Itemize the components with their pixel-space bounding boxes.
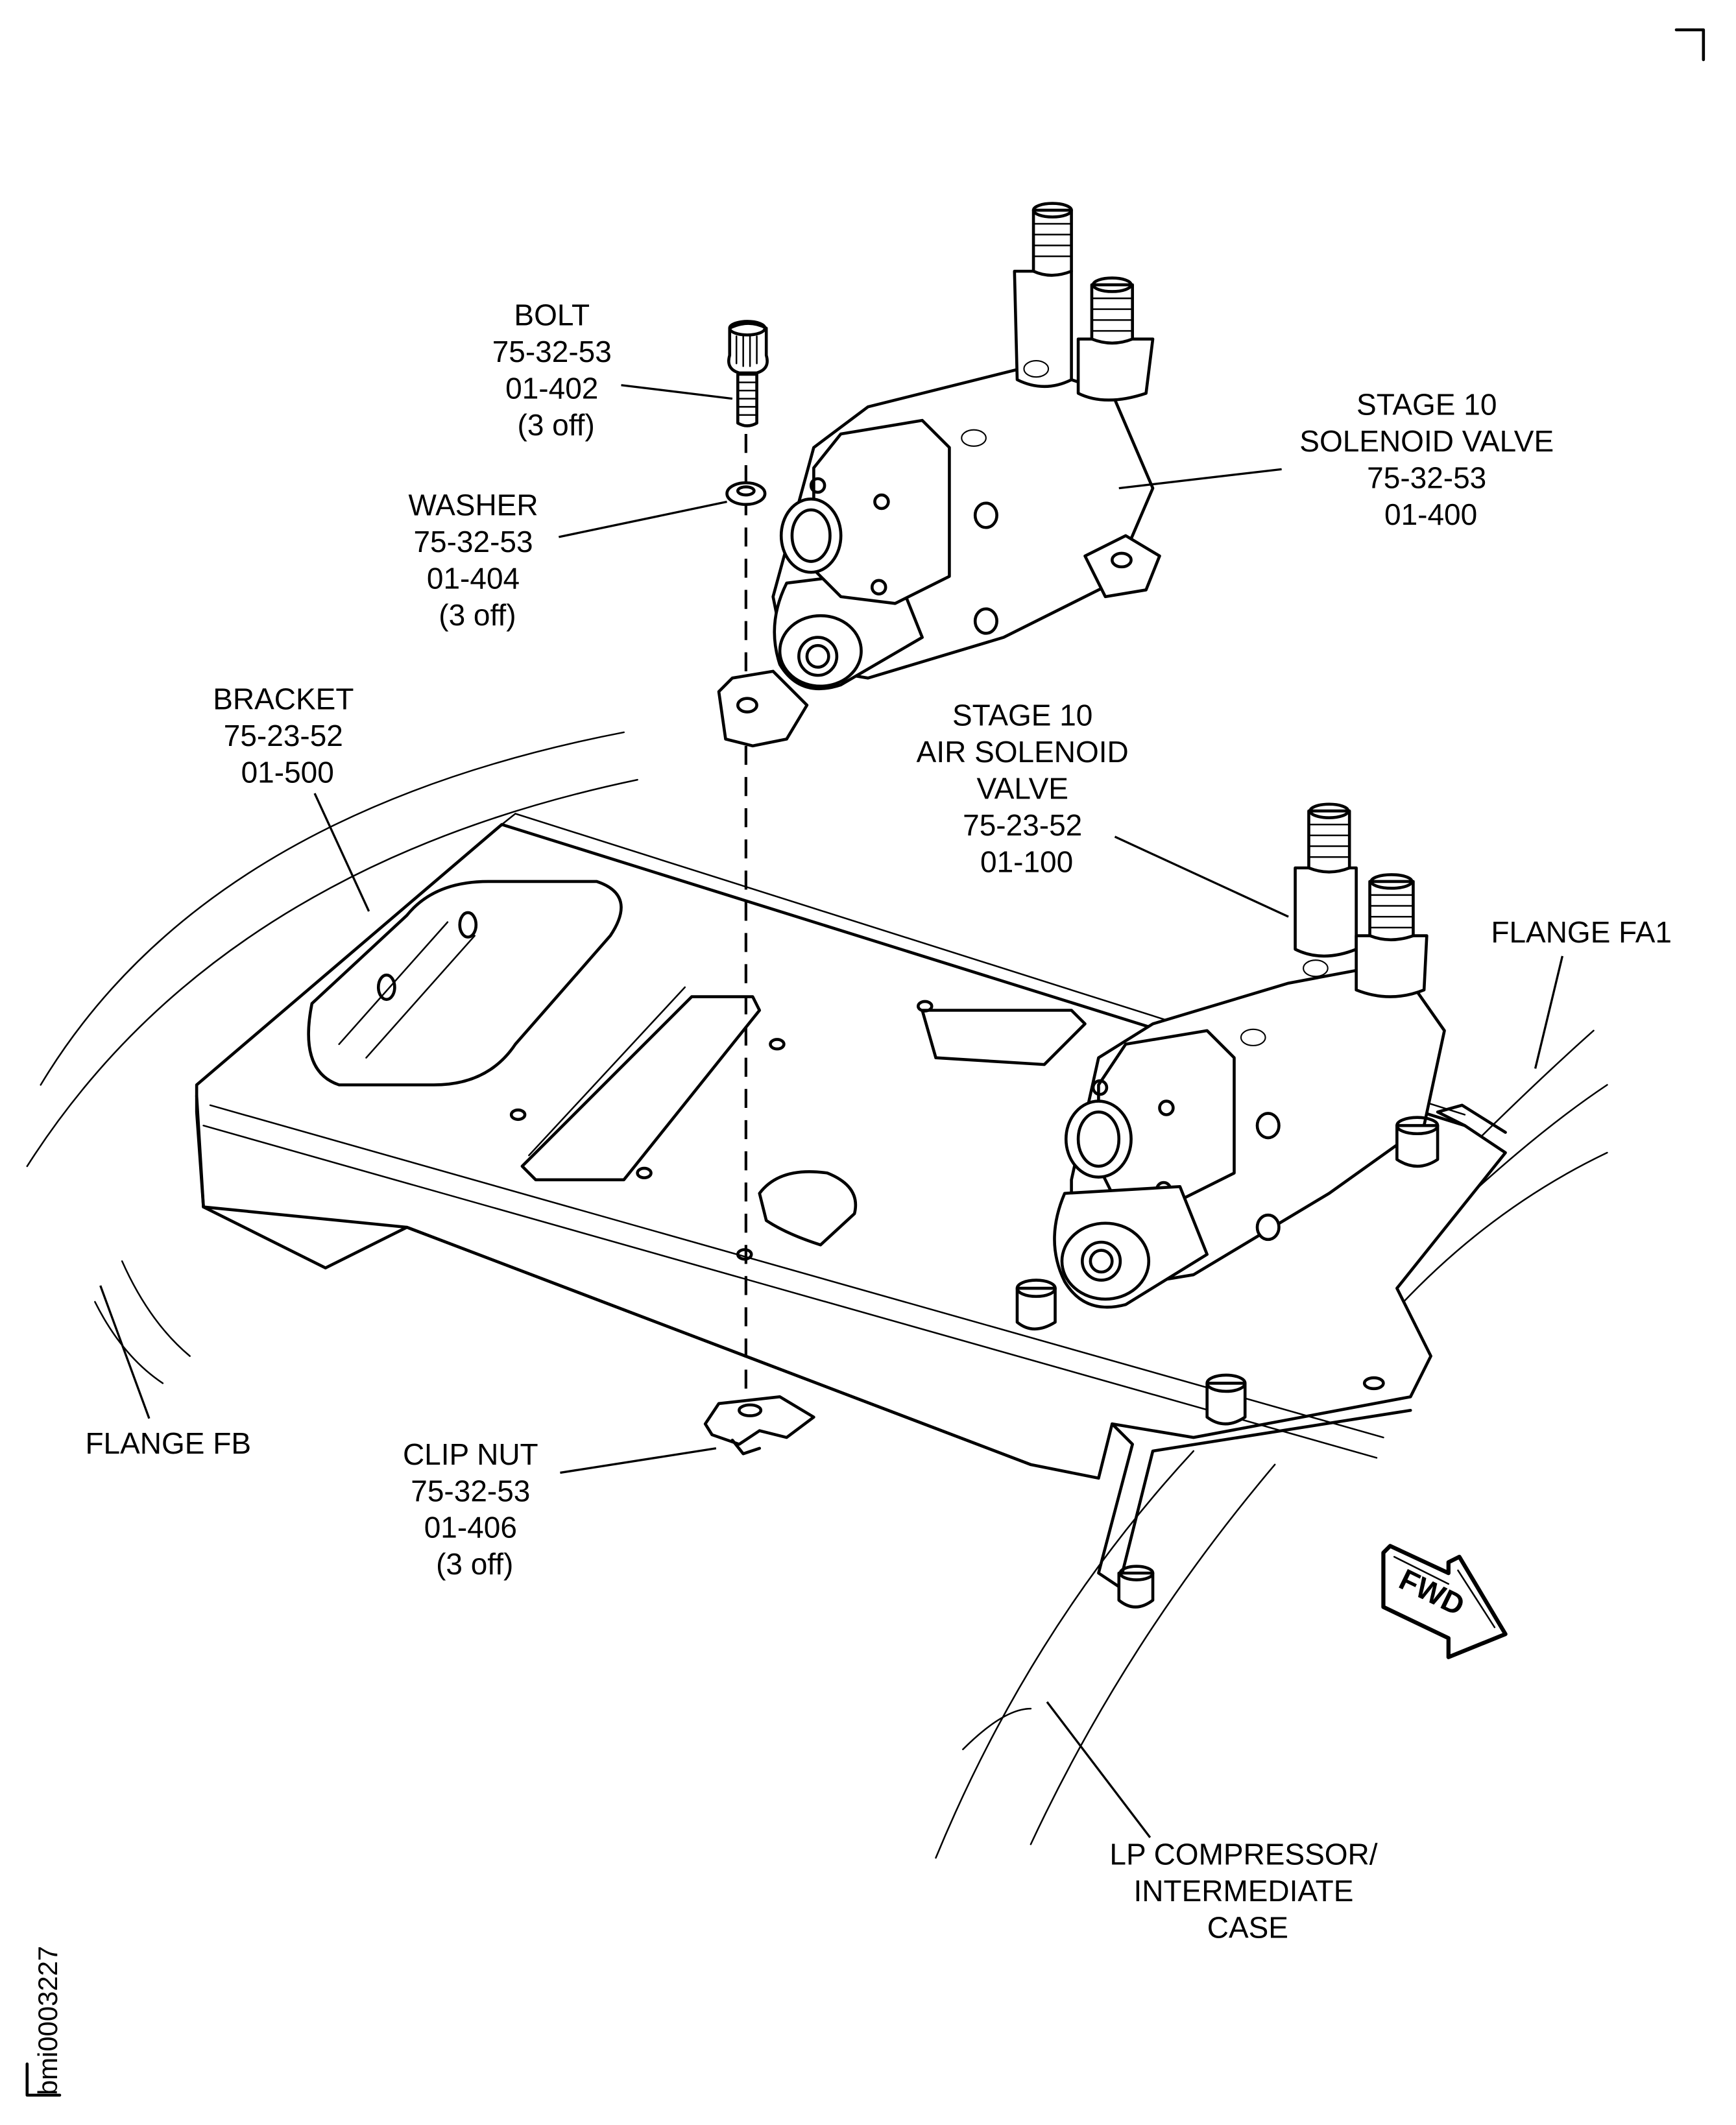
callout-bolt: BOLT 75-32-53 01-402 (3 off) [492,298,620,442]
callout-flange-fa1: FLANGE FA1 [1491,915,1672,949]
stage10-air-solenoid-valve-drawing [1015,802,1446,1609]
crop-mark-top-right [1674,28,1706,62]
stage10-solenoid-valve-drawing [717,202,1161,748]
callout-flange-fb: FLANGE FB [85,1426,251,1460]
callout-washer: WASHER 75-32-53 01-404 (3 off) [408,488,546,631]
callout-clip-nut: CLIP NUT 75-32-53 01-406 (3 off) [403,1437,546,1581]
bolt-drawing [727,320,769,427]
figure-id: bmi0003227 [32,1946,63,2095]
fwd-arrow-icon: FWD [1381,1544,1508,1659]
callout-stage10-air-solenoid-valve: STAGE 10 AIR SOLENOID VALVE 75-23-52 01-… [917,698,1137,878]
callout-lp-compressor-case: LP COMPRESSOR/ INTERMEDIATE CASE [1109,1838,1386,1945]
leader-lines [99,384,1564,1838]
crop-mark-bottom-left [25,2062,62,2097]
bracket-drawing [195,812,1507,1589]
washer-drawing [725,481,767,507]
callout-stage10-solenoid-valve: STAGE 10 SOLENOID VALVE 75-32-53 01-400 [1299,388,1562,531]
callout-bracket: BRACKET 75-23-52 01-500 [213,682,362,789]
clip-nut-drawing [703,1395,815,1456]
